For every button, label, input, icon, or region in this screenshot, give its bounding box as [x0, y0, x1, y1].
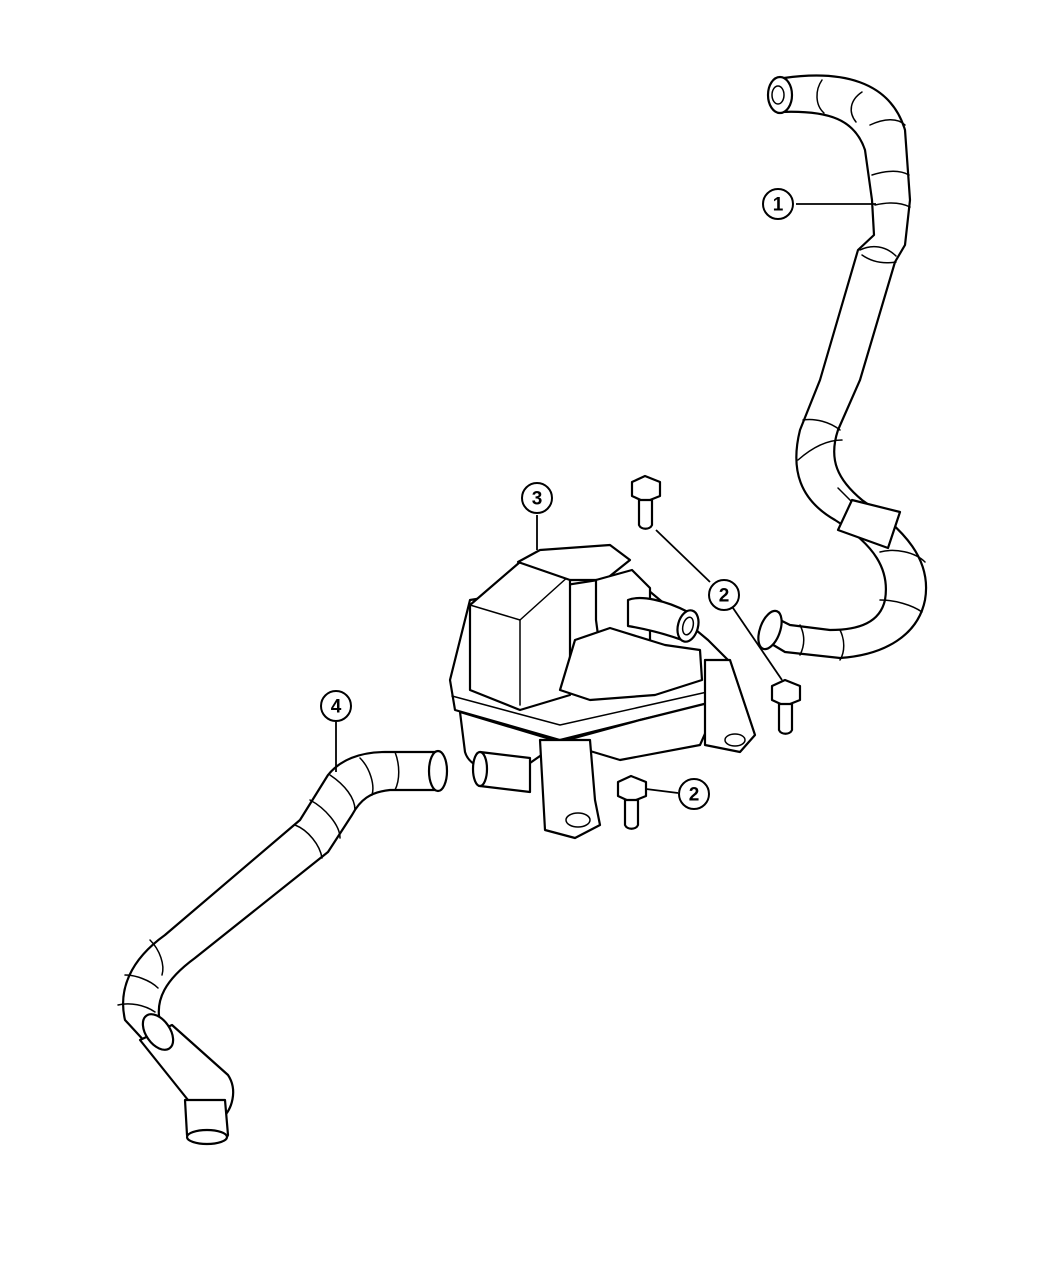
hose-1	[757, 74, 928, 661]
callout-1-label: 1	[773, 195, 784, 216]
leader-2a-right	[732, 607, 783, 681]
leader-2a-top	[655, 529, 711, 583]
bolt-2-lower	[616, 774, 648, 830]
callout-1: 1	[762, 188, 794, 220]
bolt-2-right	[770, 678, 802, 735]
callout-4: 4	[320, 690, 352, 722]
hose-4	[117, 749, 449, 1146]
callout-2a: 2	[708, 579, 740, 611]
callout-3-label: 3	[532, 489, 543, 510]
callout-2b: 2	[678, 778, 710, 810]
leader-2b	[645, 788, 679, 794]
bolt-2-top	[630, 474, 662, 530]
callout-3: 3	[521, 482, 553, 514]
callout-2a-label: 2	[719, 586, 730, 607]
callout-2b-label: 2	[689, 785, 700, 806]
callout-4-label: 4	[331, 697, 342, 718]
pump-module-3	[448, 543, 757, 840]
